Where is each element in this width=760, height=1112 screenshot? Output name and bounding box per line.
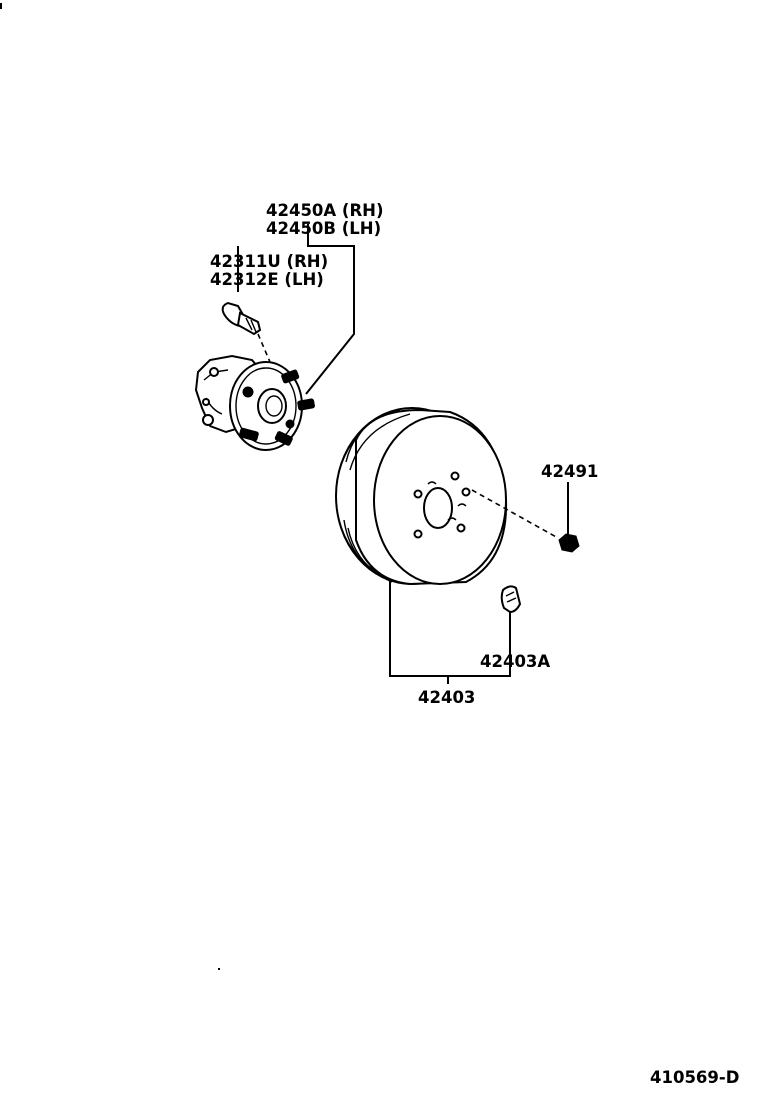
brake-drum xyxy=(335,407,559,586)
label-drum: 42403 xyxy=(418,688,475,707)
label-nut: 42491 xyxy=(541,462,598,481)
hub-nut xyxy=(558,533,580,553)
leader-drum xyxy=(389,580,511,684)
hub-bolt xyxy=(221,301,271,363)
hole-plug xyxy=(500,585,522,614)
label-hub-lh: 42450B (LH) xyxy=(266,219,381,238)
label-bolt-rh: 42311U (RH) xyxy=(210,252,328,271)
speck-mark xyxy=(218,968,220,970)
figure-code: 410569-D xyxy=(650,1068,739,1087)
hub-bearing-assembly xyxy=(194,354,315,451)
corner-mark xyxy=(0,3,2,9)
label-plug: 42403A xyxy=(480,652,550,671)
label-bolt-lh: 42312E (LH) xyxy=(210,270,324,289)
leader-hub xyxy=(305,224,355,395)
label-hub-rh: 42450A (RH) xyxy=(266,201,384,220)
